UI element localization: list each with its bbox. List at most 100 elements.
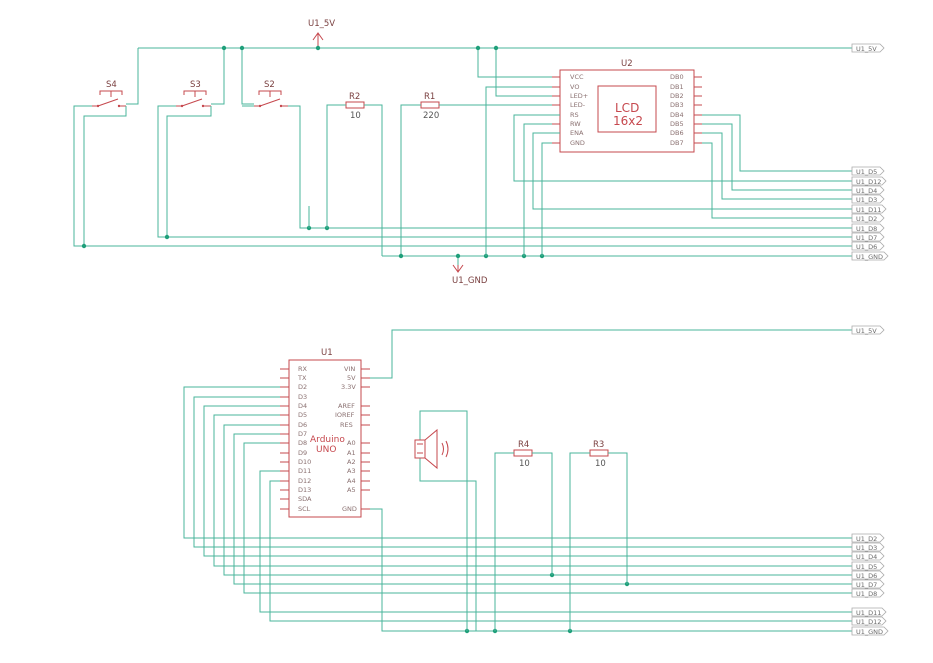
arduino-pin: D5 — [298, 411, 307, 419]
arduino-pin: D6 — [298, 421, 307, 429]
svg-text:U1_D6: U1_D6 — [856, 243, 877, 251]
arduino-pin: D10 — [298, 458, 311, 466]
switch-s3[interactable]: S3 — [176, 80, 211, 108]
arduino-pin: A2 — [347, 458, 356, 466]
svg-text:U1_D3: U1_D3 — [856, 196, 877, 204]
arduino-pin: AREF — [338, 402, 355, 410]
arduino-pin: D12 — [298, 477, 311, 485]
arduino-u1[interactable]: U1 Arduino UNO RX TX D2 D3 D4 D5 D6 D7 D… — [280, 348, 370, 518]
net-tag: U1_D7 — [851, 579, 885, 589]
lcd-pin-db2: DB2 — [670, 92, 684, 100]
svg-text:U1_5V: U1_5V — [856, 327, 877, 335]
arduino-pin: D4 — [298, 402, 307, 410]
net-tag: U1_D5 — [851, 561, 885, 571]
resistor-r3[interactable]: R3 10 — [569, 440, 628, 631]
resistor-r4[interactable]: R4 10 — [494, 440, 553, 631]
svg-text:U1_D3: U1_D3 — [856, 544, 877, 552]
resistor-ref: R4 — [518, 440, 529, 450]
switch-s4[interactable]: S4 — [92, 80, 126, 108]
lcd-pin-db3: DB3 — [670, 101, 684, 109]
gnd-rail: U1_GND — [382, 86, 852, 286]
bottom-circuit: U1 Arduino UNO RX TX D2 D3 D4 D5 D6 D7 D… — [183, 325, 889, 636]
arduino-pin: D7 — [298, 430, 307, 438]
junction — [475, 45, 481, 51]
lcd-pin-rw: RW — [570, 120, 581, 128]
lcd-pin-led-plus: LED+ — [570, 92, 588, 100]
svg-text:U1_D4: U1_D4 — [856, 553, 877, 561]
svg-text:U1_GND: U1_GND — [856, 253, 883, 261]
lcd-pin-gnd: GND — [570, 139, 585, 147]
arduino-pin: 5V — [347, 374, 356, 382]
arduino-pin: D2 — [298, 383, 307, 391]
arduino-pin: A1 — [347, 449, 356, 457]
lcd-pin-db6: DB6 — [670, 129, 684, 137]
net-tag: U1_D5 — [851, 166, 885, 176]
resistor-value: 220 — [423, 111, 439, 121]
svg-text:U1_D12: U1_D12 — [856, 178, 881, 186]
switch-wiring — [73, 105, 852, 249]
arduino-pin: D3 — [298, 393, 307, 401]
net-tag: U1_5V — [851, 325, 885, 335]
lcd-left-pins: VCC VO LED+ LED- RS RW ENA GND — [570, 73, 588, 147]
lcd-title: LCD — [615, 101, 639, 115]
net-tag: U1_D3 — [851, 542, 885, 552]
svg-text:U1_D7: U1_D7 — [856, 581, 877, 589]
speaker[interactable] — [414, 410, 477, 631]
arduino-pin: D8 — [298, 439, 307, 447]
arduino-pin: A4 — [347, 477, 356, 485]
resistor-value: 10 — [350, 111, 361, 121]
switch-ref: S4 — [106, 80, 117, 90]
top-net-tags: U1_5V U1_D5 U1_D12 U1_D4 U1_D3 U1_D11 U1… — [851, 43, 889, 261]
vcc-rail: U1_5V — [126, 19, 852, 105]
arduino-pin: A0 — [347, 439, 356, 447]
svg-text:U1_D11: U1_D11 — [856, 206, 881, 214]
svg-text:U1_GND: U1_GND — [856, 628, 883, 636]
arduino-pin: SDA — [298, 495, 312, 503]
net-tag: U1_D2 — [851, 533, 885, 543]
net-tag: U1_D4 — [851, 185, 885, 195]
resistor-r1[interactable]: R1 220 — [400, 92, 560, 256]
arduino-ref: U1 — [321, 348, 333, 358]
junction — [221, 45, 227, 51]
svg-text:U1_D8: U1_D8 — [856, 590, 877, 598]
vcc-label: U1_5V — [308, 19, 335, 29]
svg-text:U1_D6: U1_D6 — [856, 572, 877, 580]
lcd-pin-ena: ENA — [570, 129, 584, 137]
net-tag: U1_D12 — [851, 616, 887, 626]
lcd-ref: U2 — [621, 59, 633, 69]
net-tag: U1_D6 — [851, 241, 885, 251]
resistor-r2[interactable]: R2 10 — [308, 92, 383, 256]
arduino-power-wiring — [370, 329, 852, 634]
lcd-pin-vo: VO — [570, 83, 579, 91]
net-tag: U1_5V — [851, 43, 885, 53]
svg-text:U1_D5: U1_D5 — [856, 563, 877, 571]
net-tag: U1_GND — [851, 251, 889, 261]
bottom-net-tags: U1_5V U1_D2 U1_D3 U1_D4 U1_D5 U1_D6 U1_D… — [851, 325, 889, 636]
arduino-title: Arduino — [310, 435, 345, 445]
arduino-pin: SCL — [298, 505, 311, 513]
switch-ref: S3 — [190, 80, 201, 90]
arduino-pin: D9 — [298, 449, 307, 457]
lcd-pin-db1: DB1 — [670, 83, 684, 91]
lcd-pin-db5: DB5 — [670, 120, 684, 128]
lcd-pin-db4: DB4 — [670, 111, 684, 119]
junction — [239, 45, 245, 51]
svg-text:U1_D2: U1_D2 — [856, 215, 877, 223]
arduino-digital-wiring — [183, 386, 852, 622]
arduino-pin: TX — [297, 374, 307, 382]
svg-text:U1_D11: U1_D11 — [856, 609, 881, 617]
arduino-pin: IOREF — [335, 411, 355, 419]
svg-text:U1_D8: U1_D8 — [856, 225, 877, 233]
lcd-u2[interactable]: U2 LCD 16x2 VCC VO LED+ LED- RS RW ENA G… — [552, 59, 702, 153]
svg-text:U1_D2: U1_D2 — [856, 535, 877, 543]
arduino-right-pins: VIN 5V 3.3V AREF IOREF RES A0 A1 A2 A3 A… — [335, 365, 357, 513]
net-tag: U1_D12 — [851, 176, 887, 186]
switch-s2[interactable]: S2 — [254, 80, 288, 108]
net-tag: U1_D2 — [851, 213, 885, 223]
resistor-value: 10 — [519, 459, 530, 469]
arduino-pin: GND — [342, 505, 357, 513]
net-tag: U1_D11 — [851, 204, 887, 214]
svg-text:U1_D4: U1_D4 — [856, 187, 877, 195]
net-tag: U1_D4 — [851, 551, 885, 561]
lcd-pin-db7: DB7 — [670, 139, 684, 147]
